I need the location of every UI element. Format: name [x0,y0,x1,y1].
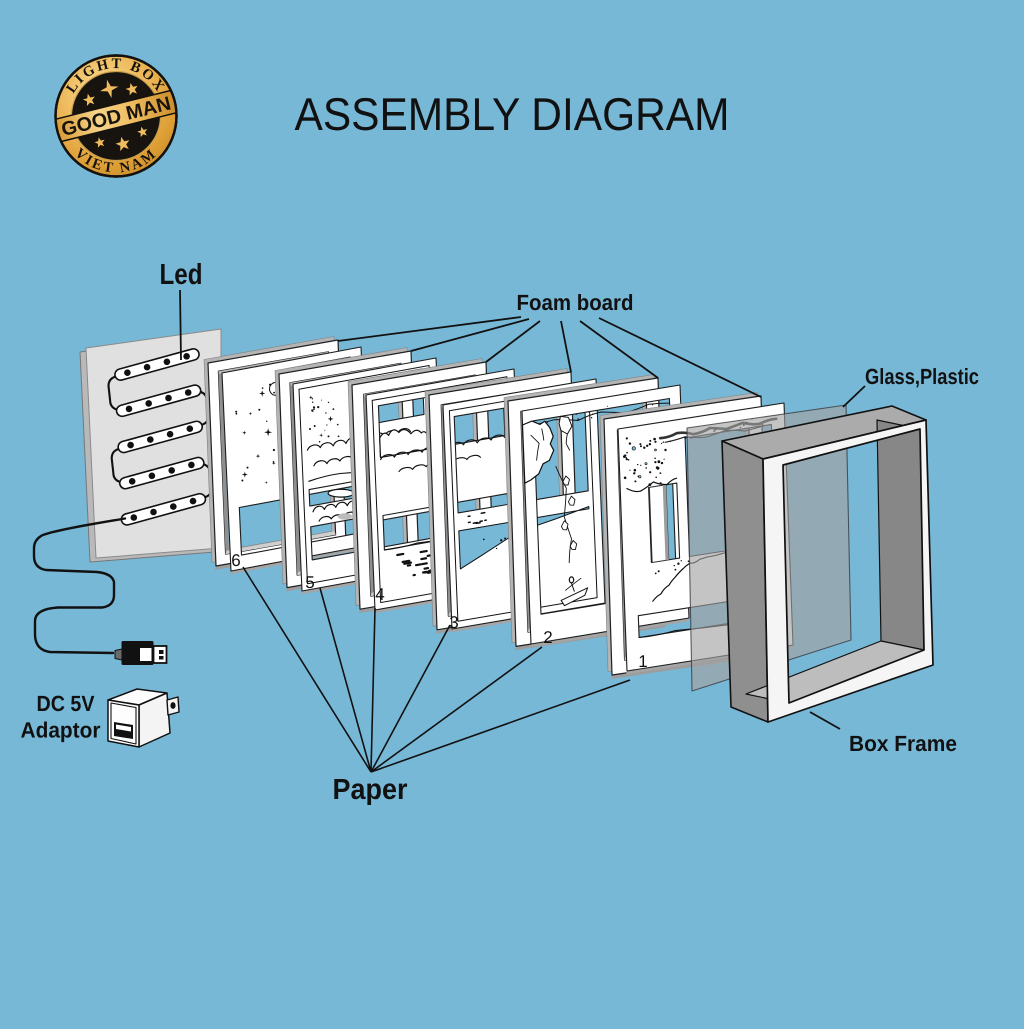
svg-text:Box Frame: Box Frame [849,731,957,756]
svg-text:Foam board: Foam board [517,290,634,315]
svg-text:Paper: Paper [333,774,408,806]
svg-text:Led: Led [160,259,203,291]
svg-text:6: 6 [231,551,240,570]
svg-text:2: 2 [543,628,552,647]
svg-text:3: 3 [449,613,458,632]
svg-text:4: 4 [375,585,384,604]
svg-text:ASSEMBLY DIAGRAM: ASSEMBLY DIAGRAM [295,88,730,140]
svg-text:1: 1 [638,652,647,671]
svg-text:Glass,Plastic: Glass,Plastic [865,364,979,389]
svg-text:Adaptor: Adaptor [21,718,101,743]
svg-text:5: 5 [305,573,314,592]
svg-text:DC 5V: DC 5V [37,691,95,716]
